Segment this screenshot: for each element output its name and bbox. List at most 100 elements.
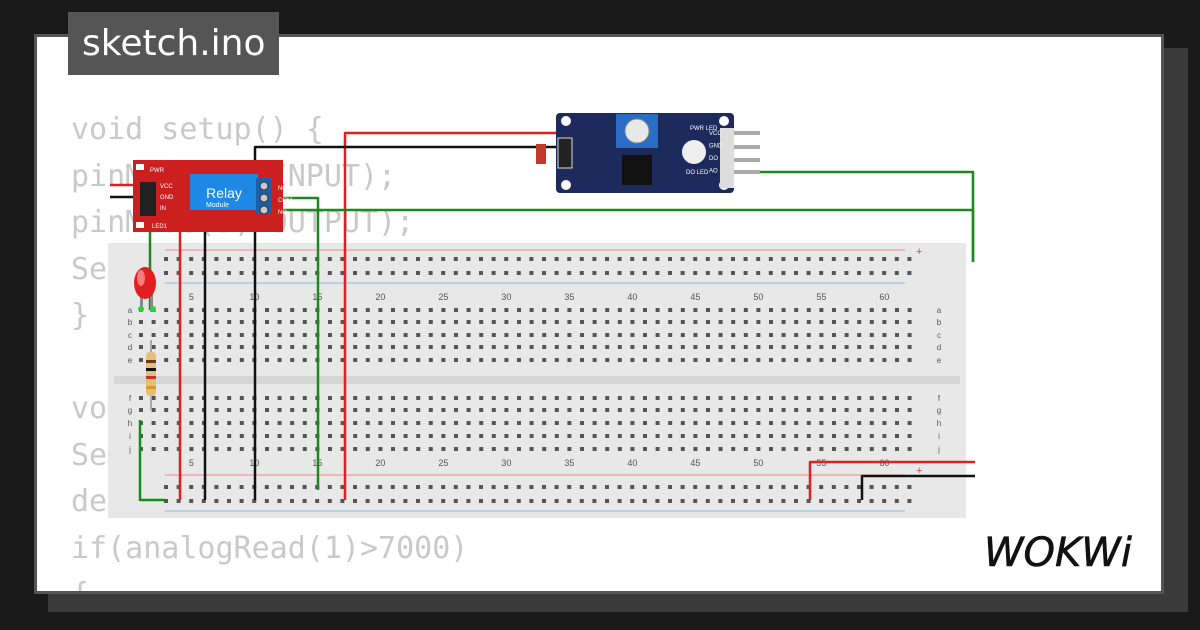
rail-hole bbox=[844, 271, 849, 275]
breadboard-hole bbox=[365, 345, 370, 349]
rail-hole bbox=[164, 485, 168, 489]
breadboard-hole bbox=[227, 434, 232, 438]
breadboard-hole bbox=[731, 320, 736, 324]
rail-hole bbox=[567, 499, 572, 503]
breadboard-hole bbox=[227, 345, 232, 349]
row-letter-left: d bbox=[128, 343, 132, 352]
breadboard-hole bbox=[592, 333, 597, 337]
sensor-pwr-led-text: PWR LED bbox=[690, 126, 718, 132]
breadboard-hole bbox=[781, 421, 786, 425]
breadboard-hole bbox=[504, 320, 509, 324]
breadboard-hole bbox=[328, 408, 332, 412]
breadboard-hole bbox=[718, 396, 723, 400]
breadboard-hole bbox=[164, 447, 169, 451]
breadboard-hole bbox=[378, 396, 383, 400]
breadboard-hole bbox=[239, 396, 244, 400]
rail-hole bbox=[466, 257, 471, 261]
row-letter-right: b bbox=[937, 318, 942, 327]
rail-hole bbox=[579, 499, 584, 503]
breadboard-hole bbox=[567, 421, 572, 425]
breadboard-hole bbox=[844, 396, 849, 400]
breadboard-hole bbox=[189, 408, 194, 412]
breadboard-hole bbox=[328, 396, 332, 400]
rail-hole bbox=[189, 271, 194, 275]
breadboard-hole bbox=[139, 345, 143, 349]
rail-hole bbox=[718, 257, 723, 261]
breadboard-hole bbox=[844, 345, 849, 349]
rail-hole bbox=[542, 271, 546, 275]
breadboard-hole bbox=[693, 358, 698, 362]
breadboard-hole bbox=[328, 333, 332, 337]
breadboard-hole bbox=[428, 421, 433, 425]
breadboard-hole bbox=[844, 421, 849, 425]
breadboard-hole bbox=[756, 358, 761, 362]
row-letter-right: j bbox=[937, 445, 940, 454]
rail-hole bbox=[189, 485, 194, 489]
breadboard-hole bbox=[554, 333, 559, 337]
rail-hole bbox=[479, 485, 483, 489]
breadboard-hole bbox=[655, 308, 660, 312]
breadboard-hole bbox=[832, 408, 836, 412]
breadboard-hole bbox=[832, 396, 836, 400]
rail-hole bbox=[768, 499, 773, 503]
breadboard-hole bbox=[139, 396, 143, 400]
row-letter-left: h bbox=[128, 419, 132, 428]
rail-hole bbox=[642, 271, 647, 275]
relay-smd-pad bbox=[136, 164, 144, 170]
breadboard-hole bbox=[869, 320, 874, 324]
breadboard-hole bbox=[794, 333, 799, 337]
rail-hole bbox=[428, 499, 433, 503]
breadboard-hole bbox=[353, 421, 358, 425]
breadboard-hole bbox=[151, 447, 156, 451]
breadboard-hole bbox=[668, 345, 673, 349]
breadboard-hole bbox=[504, 396, 509, 400]
rail-hole bbox=[302, 499, 307, 503]
breadboard-hole bbox=[265, 421, 269, 425]
rail-hole bbox=[227, 271, 231, 275]
breadboard-hole bbox=[743, 333, 748, 337]
breadboard-hole bbox=[907, 333, 912, 337]
breadboard-hole bbox=[806, 421, 811, 425]
rail-hole bbox=[794, 271, 798, 275]
sensor-chip bbox=[622, 155, 652, 185]
breadboard-hole bbox=[214, 447, 219, 451]
breadboard-hole bbox=[151, 333, 156, 337]
breadboard-hole bbox=[403, 308, 408, 312]
breadboard-hole bbox=[907, 447, 912, 451]
rail-hole bbox=[680, 257, 685, 261]
breadboard-hole bbox=[227, 333, 232, 337]
rail-hole bbox=[617, 485, 622, 489]
breadboard-hole bbox=[857, 358, 862, 362]
code-line: void setup() { bbox=[71, 112, 324, 147]
breadboard-hole bbox=[693, 333, 698, 337]
relay-terminal-label: NC bbox=[278, 186, 287, 192]
breadboard-hole bbox=[869, 333, 874, 337]
breadboard-hole bbox=[743, 308, 748, 312]
breadboard-hole bbox=[781, 308, 786, 312]
breadboard-hole bbox=[151, 396, 156, 400]
breadboard-hole bbox=[668, 434, 673, 438]
breadboard-hole bbox=[416, 421, 421, 425]
breadboard-hole bbox=[517, 308, 521, 312]
breadboard-hole bbox=[895, 434, 899, 438]
breadboard-hole bbox=[844, 408, 849, 412]
breadboard-hole bbox=[378, 447, 383, 451]
rail-hole bbox=[302, 485, 307, 489]
breadboard-hole bbox=[391, 333, 395, 337]
rail-hole bbox=[819, 485, 824, 489]
row-letter-left: j bbox=[128, 445, 131, 454]
breadboard-hole bbox=[832, 333, 836, 337]
breadboard-hole bbox=[806, 333, 811, 337]
breadboard-hole bbox=[239, 447, 244, 451]
breadboard-hole bbox=[756, 345, 761, 349]
rail-hole bbox=[705, 257, 710, 261]
breadboard-hole bbox=[365, 396, 370, 400]
breadboard-hole bbox=[466, 447, 471, 451]
breadboard-hole bbox=[353, 396, 358, 400]
breadboard-hole bbox=[290, 408, 295, 412]
breadboard-hole bbox=[806, 408, 811, 412]
breadboard-hole bbox=[592, 408, 597, 412]
rail-hole bbox=[642, 485, 647, 489]
breadboard-hole bbox=[756, 421, 761, 425]
